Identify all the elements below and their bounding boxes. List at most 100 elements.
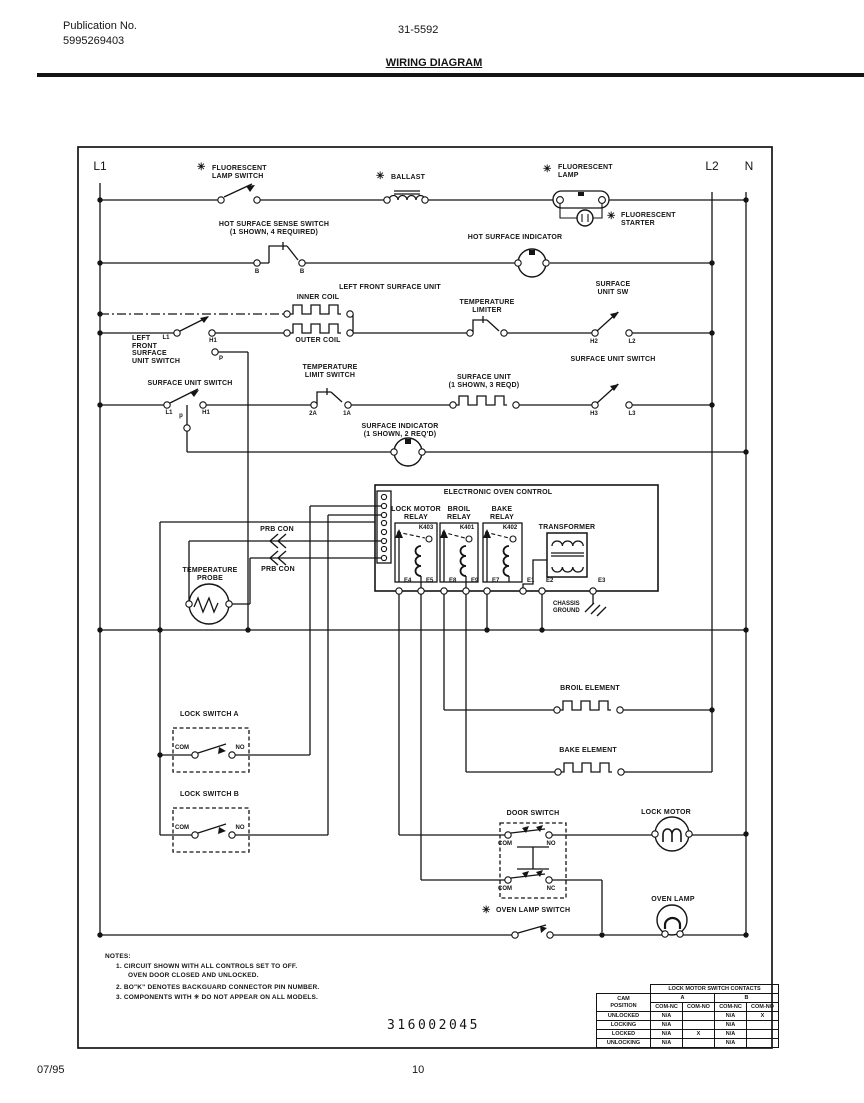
bus-label-l2: L2	[705, 159, 719, 173]
cell: N/A	[650, 1038, 683, 1048]
terminal-l1-a: L1	[162, 335, 170, 341]
footer-date: 07/95	[37, 1064, 65, 1076]
table-row: LOCKING N/A N/A	[596, 1020, 779, 1030]
cell: N/A	[714, 1011, 747, 1021]
label-hot-surface-sense-switch: HOT SURFACE SENSE SWITCH (1 SHOWN, 4 REQ…	[218, 221, 330, 236]
table-row: LOCKED N/A X N/A	[596, 1029, 779, 1039]
terminal-e9: E9	[471, 578, 479, 584]
cell	[746, 1029, 779, 1039]
cell	[682, 1011, 715, 1021]
terminal-door-com-top: COM	[498, 841, 512, 847]
label-surface-unit-sw: SURFACE UNIT SW	[595, 281, 631, 296]
label-fluorescent-lamp: FLUORESCENT LAMP	[558, 164, 613, 179]
neutral-bus	[97, 627, 749, 633]
hot-surface-circuit	[97, 242, 715, 278]
cell: N/A	[650, 1020, 683, 1030]
table-col-header: COM-NC	[650, 1002, 683, 1012]
label-chassis-ground: CHASSIS GROUND	[553, 601, 580, 614]
label-prb-con-1: PRB CON	[260, 526, 294, 533]
label-temperature-limiter: TEMPERATURE LIMITER	[459, 299, 515, 314]
label-oven-lamp-switch: OVEN LAMP SWITCH	[496, 907, 571, 914]
terminal-door-nc: NC	[546, 886, 556, 892]
label-left-front-surface-unit-switch: LEFT FRONT SURFACE UNIT SWITCH	[132, 335, 181, 365]
label-oven-lamp: OVEN LAMP	[651, 896, 695, 903]
row-label: LOCKED	[596, 1029, 651, 1039]
temperature-probe-circuit	[159, 505, 381, 835]
cell: N/A	[650, 1011, 683, 1021]
asterisk-icon: ✳	[197, 162, 206, 173]
label-surface-unit-switch-left: SURFACE UNIT SWITCH	[147, 380, 233, 387]
table-col-header: COM-NO	[682, 1002, 715, 1012]
label-prb-con-2: PRB CON	[261, 566, 295, 573]
note-2: 2. BO"K" DENOTES BACKGUARD CONNECTOR PIN…	[116, 984, 320, 991]
table-group-b: B	[714, 993, 779, 1003]
label-bake-relay: BAKE RELAY	[489, 506, 515, 521]
label-door-switch: DOOR SWITCH	[506, 810, 560, 817]
label-transformer: TRANSFORMER	[538, 524, 596, 531]
note-1b: OVEN DOOR CLOSED AND UNLOCKED.	[128, 972, 259, 979]
cell: N/A	[714, 1038, 747, 1048]
bus-label-l1: L1	[93, 159, 107, 173]
row-label: LOCKING	[596, 1020, 651, 1030]
terminal-lock-a-com: COM	[175, 745, 189, 751]
label-fluorescent-lamp-switch: FLUORESCENT LAMP SWITCH	[212, 165, 267, 180]
terminal-lock-b-no: NO	[235, 825, 245, 831]
label-temperature-probe: TEMPERATURE PROBE	[182, 567, 238, 582]
terminal-e1: E1	[527, 578, 535, 584]
label-left-front-surface-unit: LEFT FRONT SURFACE UNIT	[339, 284, 441, 291]
cell	[746, 1020, 779, 1030]
terminal-lock-b-com: COM	[175, 825, 189, 831]
footer-page-number: 10	[412, 1064, 425, 1076]
table-group-a: A	[650, 993, 715, 1003]
cell: N/A	[650, 1029, 683, 1039]
notes-heading: NOTES:	[105, 953, 131, 960]
cell: N/A	[714, 1020, 747, 1030]
label-lock-switch-a: LOCK SWITCH A	[180, 711, 239, 718]
terminal-p-b: p	[179, 413, 183, 419]
fluorescent-circuit	[97, 183, 749, 227]
terminal-lock-a-no: NO	[235, 745, 245, 751]
electronic-oven-control	[374, 484, 659, 880]
label-outer-coil: OUTER COIL	[295, 337, 341, 344]
label-fluorescent-starter: FLUORESCENT STARTER	[621, 212, 676, 227]
terminal-h2: H2	[590, 339, 598, 345]
probe-connector-icon	[269, 533, 287, 566]
surface-indicator-circuit	[187, 437, 749, 467]
table-row: UNLOCKED N/A N/A X	[596, 1011, 779, 1021]
terminal-e8: E8	[449, 578, 457, 584]
label-k403: K403	[418, 525, 434, 531]
asterisk-icon: ✳	[543, 164, 552, 175]
table-title: LOCK MOTOR SWITCH CONTACTS	[650, 984, 779, 994]
diagram-frame	[77, 146, 773, 1049]
cell: X	[682, 1029, 715, 1039]
label-broil-relay: BROIL RELAY	[446, 506, 472, 521]
table-cam-header: CAM POSITION	[596, 993, 651, 1012]
terminal-h1-a: H1	[209, 338, 217, 344]
terminal-p-a: P	[218, 356, 224, 362]
table-col-header: COM-NC	[714, 1002, 747, 1012]
label-hot-surface-indicator: HOT SURFACE INDICATOR	[467, 234, 563, 241]
document-number: 31-5592	[398, 24, 439, 36]
terminal-l2-a: L2	[628, 339, 636, 345]
label-lock-switch-b: LOCK SWITCH B	[180, 791, 239, 798]
label-bake-element: BAKE ELEMENT	[559, 747, 617, 754]
terminal-e3: E3	[598, 578, 606, 584]
asterisk-icon: ✳	[376, 171, 385, 182]
terminal-l3: L3	[628, 411, 636, 417]
cell	[746, 1038, 779, 1048]
oven-elements	[444, 700, 715, 776]
table-col-header: COM-NO	[746, 1002, 779, 1012]
note-1: 1. CIRCUIT SHOWN WITH ALL CONTROLS SET T…	[116, 963, 298, 970]
page-title: WIRING DIAGRAM	[385, 57, 483, 69]
lock-motor-switch-contacts-table: LOCK MOTOR SWITCH CONTACTS CAM POSITION …	[596, 984, 779, 1048]
surface-unit-circuit-2	[97, 383, 715, 452]
label-electronic-oven-control: ELECTRONIC OVEN CONTROL	[443, 489, 553, 496]
terminal-door-no: NO	[546, 841, 556, 847]
row-label: UNLOCKED	[596, 1011, 651, 1021]
terminal-h1-b: H1	[202, 410, 210, 416]
terminal-e5: E5	[426, 578, 434, 584]
terminal-e2: E2	[546, 578, 554, 584]
bus-label-n: N	[744, 159, 754, 173]
